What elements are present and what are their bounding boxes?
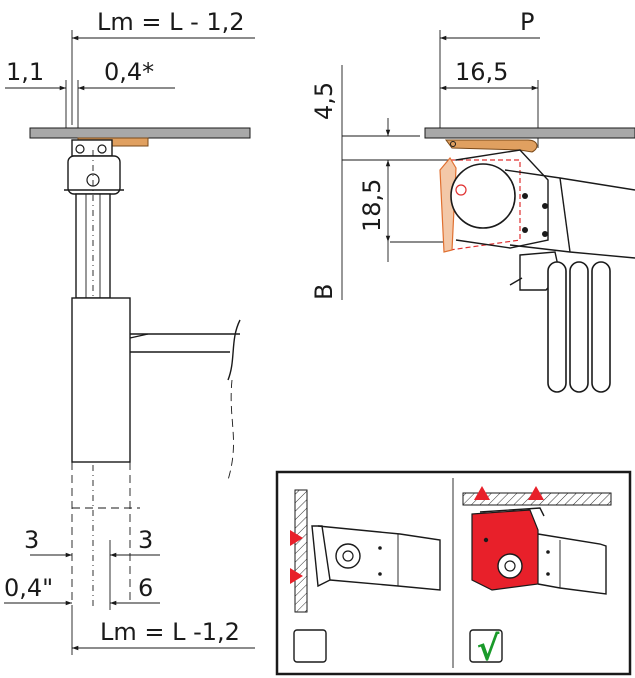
ceiling-side bbox=[424, 127, 635, 139]
rivet-icon bbox=[522, 227, 528, 233]
top-dimension-label: Lm = L - 1,2 bbox=[97, 8, 245, 36]
rivet-icon bbox=[378, 546, 382, 550]
rivet-icon bbox=[542, 231, 548, 237]
clip-body bbox=[67, 155, 121, 195]
dim3-left-label: 3 bbox=[24, 526, 39, 554]
rivet-icon bbox=[483, 537, 489, 543]
roller-icon bbox=[497, 553, 523, 579]
bottom-dimension-label: Lm = L -1,2 bbox=[100, 618, 240, 646]
wall-hatch bbox=[294, 489, 308, 613]
ceiling-front bbox=[29, 127, 251, 139]
break-line-hidden bbox=[227, 379, 234, 481]
side-housing bbox=[455, 149, 549, 249]
mounting-inset: √ bbox=[275, 470, 632, 676]
rivet-icon bbox=[542, 203, 548, 209]
arrow-icon bbox=[528, 486, 544, 500]
side-view: P 16,5 4,5 18,5 B bbox=[310, 8, 635, 393]
pivot-icon bbox=[455, 184, 467, 196]
gap-right-label: 0,4* bbox=[104, 58, 154, 86]
arm-joint bbox=[559, 177, 571, 253]
gap-left-label: 1,1 bbox=[6, 58, 44, 86]
ceiling-arm bbox=[537, 533, 607, 595]
p-label: P bbox=[520, 8, 534, 36]
roller-icon bbox=[335, 543, 361, 569]
height-value-label: 18,5 bbox=[358, 179, 386, 232]
ceiling-bracket-lip bbox=[479, 507, 545, 517]
rivet-icon bbox=[546, 550, 550, 554]
top-value-label: 4,5 bbox=[310, 82, 338, 120]
rivet-icon bbox=[546, 572, 550, 576]
check-icon: √ bbox=[477, 629, 500, 669]
screw-icon bbox=[450, 141, 456, 147]
profile-joint bbox=[129, 333, 149, 339]
arrow-icon bbox=[290, 530, 303, 546]
screw-icon bbox=[97, 144, 107, 154]
dim04-label: 0,4" bbox=[4, 574, 53, 602]
handle-2 bbox=[569, 261, 589, 393]
handle-3 bbox=[591, 261, 611, 393]
screw-icon bbox=[75, 144, 85, 154]
arrow-icon bbox=[290, 568, 303, 584]
roller-disk bbox=[450, 163, 516, 229]
rivet-icon bbox=[378, 572, 382, 576]
wall-arm bbox=[317, 525, 441, 591]
ceiling-bracket-red bbox=[471, 509, 539, 591]
rivet-icon bbox=[522, 193, 528, 199]
arrow-icon bbox=[474, 486, 490, 500]
break-line bbox=[227, 319, 241, 381]
right-checkbox bbox=[469, 629, 503, 663]
front-view: Lm = L - 1,2 1,1 0,4* bbox=[4, 8, 255, 655]
mounting-bracket-side bbox=[445, 139, 538, 153]
handle-1 bbox=[547, 261, 567, 393]
wrong-checkbox bbox=[293, 629, 327, 663]
roller-core bbox=[342, 550, 354, 562]
dim6-label: 6 bbox=[138, 574, 153, 602]
arm-bottom bbox=[509, 244, 635, 259]
arm-top bbox=[504, 169, 635, 191]
inset-frame bbox=[275, 470, 632, 676]
crank-line bbox=[509, 277, 523, 286]
cassette-housing bbox=[71, 297, 131, 463]
dim3-right-label: 3 bbox=[138, 526, 153, 554]
roller-core bbox=[504, 560, 516, 572]
depth-label: 16,5 bbox=[455, 58, 508, 86]
b-label: B bbox=[310, 284, 338, 300]
